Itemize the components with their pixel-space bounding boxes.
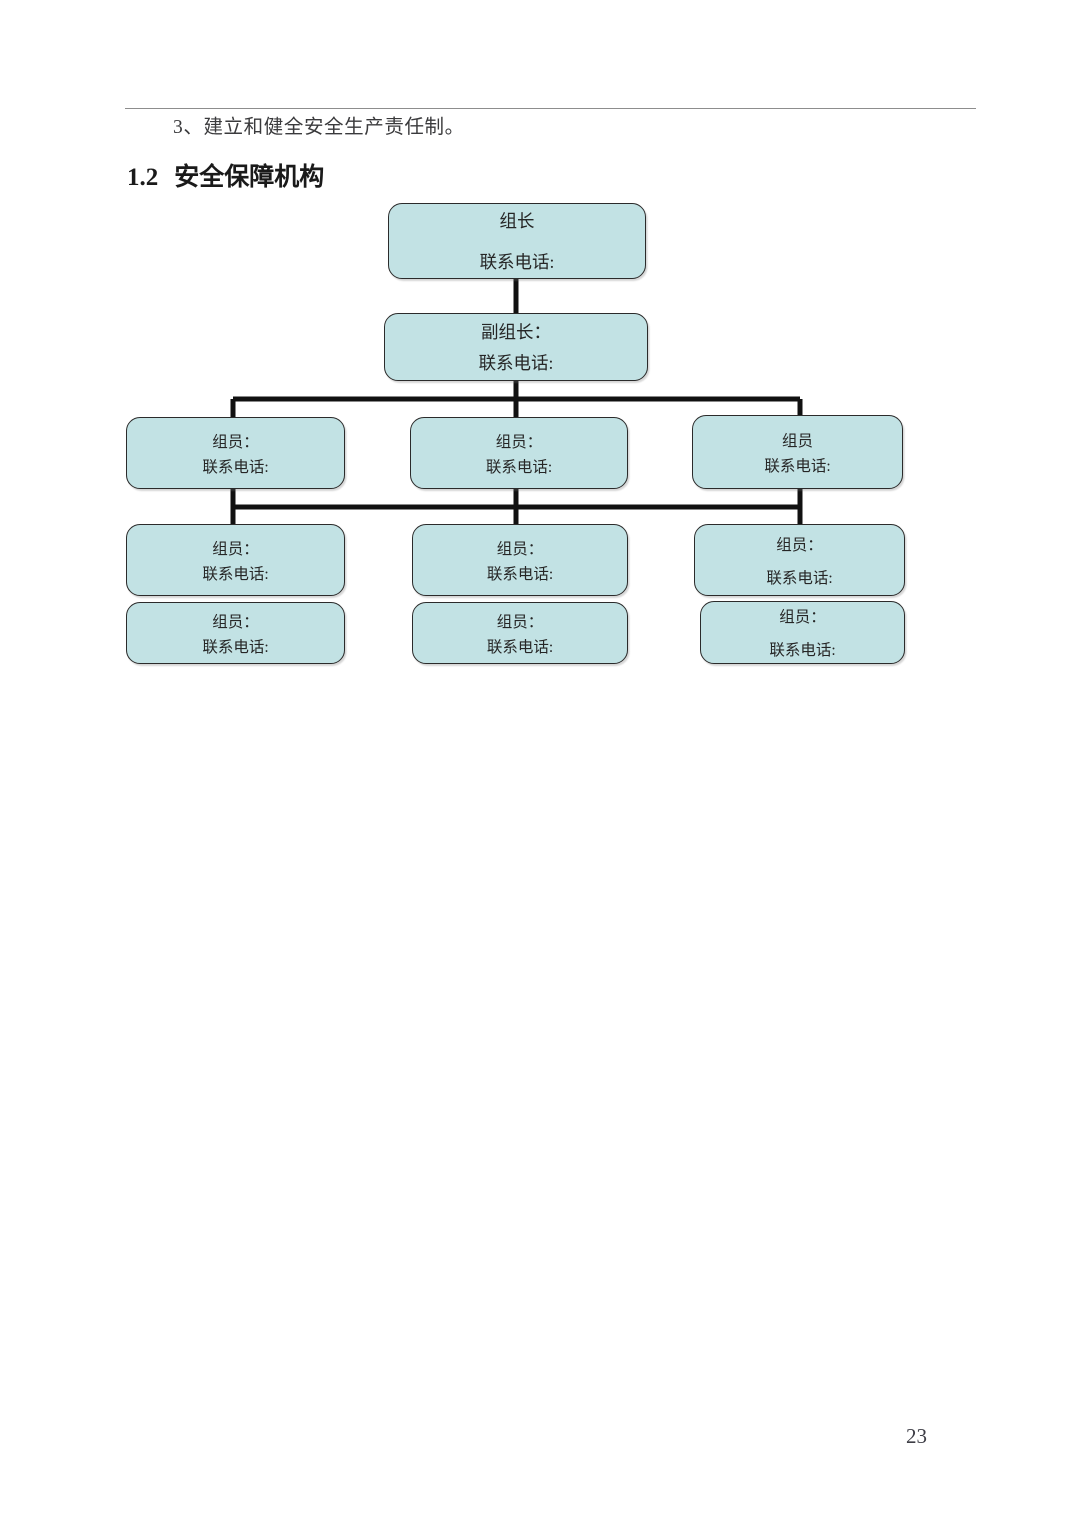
org-node-member[interactable]: 组员： 联系电话:	[700, 601, 905, 664]
body-list-line: 3、建立和健全安全生产责任制。	[173, 117, 465, 138]
org-node-member[interactable]: 组员 联系电话:	[692, 415, 903, 489]
org-node-contact: 联系电话:	[202, 638, 269, 656]
org-node-role: 组员：	[496, 540, 544, 558]
org-node-member[interactable]: 组员： 联系电话:	[126, 602, 345, 664]
org-node-contact: 联系电话:	[202, 458, 269, 476]
org-node-member[interactable]: 组员： 联系电话:	[412, 602, 628, 664]
org-node-contact: 联系电话:	[479, 252, 555, 272]
section-title: 安全保障机构	[174, 164, 325, 191]
org-node-member[interactable]: 组员： 联系电话:	[126, 524, 345, 596]
org-node-leader[interactable]: 组长 联系电话:	[388, 203, 646, 279]
page-title: 1.2 安全保障机构	[127, 157, 324, 193]
org-node-member[interactable]: 组员： 联系电话:	[694, 524, 905, 596]
page-number: 23	[906, 1424, 927, 1448]
org-node-role: 组员：	[496, 613, 544, 631]
org-node-contact: 联系电话:	[486, 565, 554, 583]
org-node-member[interactable]: 组员： 联系电话:	[410, 417, 628, 489]
org-node-role: 组长	[499, 211, 535, 231]
org-node-role: 组员：	[495, 433, 543, 451]
org-node-contact: 联系电话:	[764, 457, 831, 475]
org-node-contact: 联系电话:	[769, 642, 836, 659]
org-node-deputy-leader[interactable]: 副组长： 联系电话:	[384, 313, 648, 381]
header-rule	[125, 108, 976, 109]
org-node-role: 组员：	[776, 536, 823, 554]
org-node-role: 副组长：	[481, 322, 551, 342]
org-node-member[interactable]: 组员： 联系电话:	[126, 417, 345, 489]
org-node-contact: 联系电话:	[766, 569, 833, 587]
org-node-contact: 联系电话:	[202, 565, 269, 583]
org-node-role: 组员：	[212, 433, 259, 451]
org-node-contact: 联系电话:	[486, 638, 554, 656]
org-node-role: 组员	[781, 432, 813, 450]
org-node-role: 组员：	[779, 609, 826, 626]
org-node-member[interactable]: 组员： 联系电话:	[412, 524, 628, 596]
org-node-contact: 联系电话:	[478, 353, 554, 373]
section-number: 1.2	[127, 164, 159, 191]
org-chart: 组长 联系电话: 副组长： 联系电话: 组员： 联系电话: 组员： 联系电话: …	[0, 0, 1080, 760]
org-node-contact: 联系电话:	[485, 458, 553, 476]
org-node-role: 组员：	[212, 613, 259, 631]
org-node-role: 组员：	[212, 540, 259, 558]
